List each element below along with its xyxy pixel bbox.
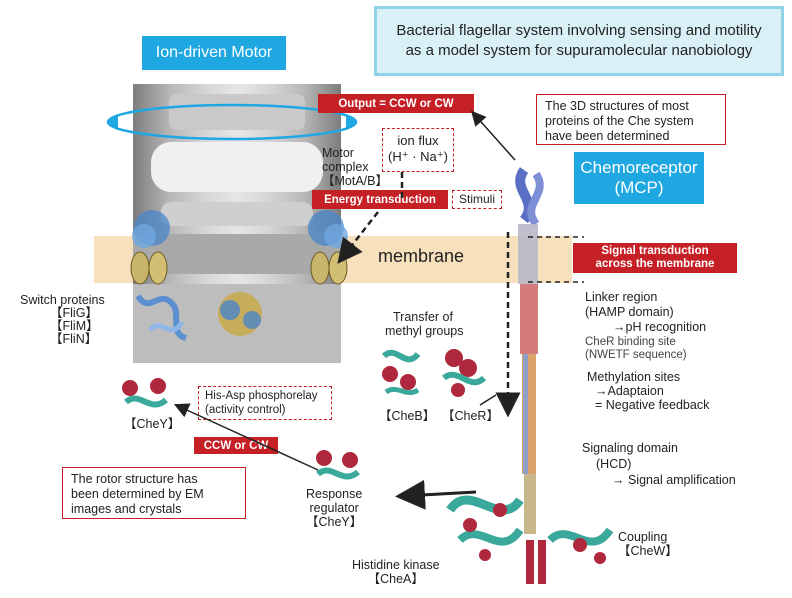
cher-binding-label: CheR binding site (NWETF sequence) [585, 336, 687, 361]
output-label: Output = CCW or CW [318, 94, 474, 113]
phosphorelay-box: His-Asp phosphorelay (activity control) [198, 386, 332, 420]
chey-top-label: 【CheY】 [124, 417, 181, 431]
response-regulator-label: Response regulator 【CheY】 [306, 487, 363, 529]
cher-structure [442, 349, 487, 397]
cher-label: 【CheR】 [442, 409, 499, 423]
coupling-label: Coupling 【CheW】 [618, 530, 678, 558]
ccw-cw-label: CCW or CW [194, 437, 278, 454]
methylation-label: Methylation sites →Adaptaion = Negative … [587, 370, 710, 412]
signaling-domain-label: Signaling domain (HCD) → Signal amplific… [582, 441, 736, 487]
chea-chew-structure [446, 495, 614, 584]
cheb-structure [381, 349, 421, 396]
stimuli-box: Stimuli [452, 190, 502, 209]
title-line-2: as a model system for supuramolecular na… [405, 42, 753, 59]
switch-protein-structure [135, 292, 262, 341]
switch-proteins-label: Switch proteins 【FliG】 【FliM】 【FliN】 [20, 293, 105, 346]
rotor-note: The rotor structure has been determined … [62, 467, 246, 519]
response-regulator-structure [316, 450, 360, 480]
membrane-label: membrane [378, 246, 465, 266]
histidine-kinase-label: Histidine kinase 【CheA】 [352, 558, 440, 586]
linker-region-label: Linker region (HAMP domain) →pH recognit… [585, 290, 707, 334]
structures-note: The 3D structures of most proteins of th… [536, 94, 726, 145]
cheb-label: 【CheB】 [379, 409, 436, 423]
stator-left-protein [130, 210, 170, 285]
chemoreceptor-structure [515, 167, 544, 534]
title-line-1: Bacterial flagellar system involving sen… [396, 22, 762, 39]
signal-transduction-label: Signal transduction across the membrane [573, 243, 737, 273]
motor-complex-label: Motor complex 【MotA/B】 [322, 146, 388, 188]
rotation-ellipse [106, 103, 358, 141]
chey-top-structure [122, 378, 168, 408]
transfer-methyl-label: Transfer of methyl groups [385, 310, 464, 338]
title-box: Bacterial flagellar system involving sen… [374, 6, 784, 76]
chemoreceptor-label: Chemoreceptor (MCP) [574, 152, 704, 204]
ion-flux-box: ion flux (H⁺ · Na⁺) [382, 128, 454, 172]
energy-transduction-label: Energy transduction [312, 190, 448, 209]
ion-motor-label: Ion-driven Motor [142, 36, 286, 70]
